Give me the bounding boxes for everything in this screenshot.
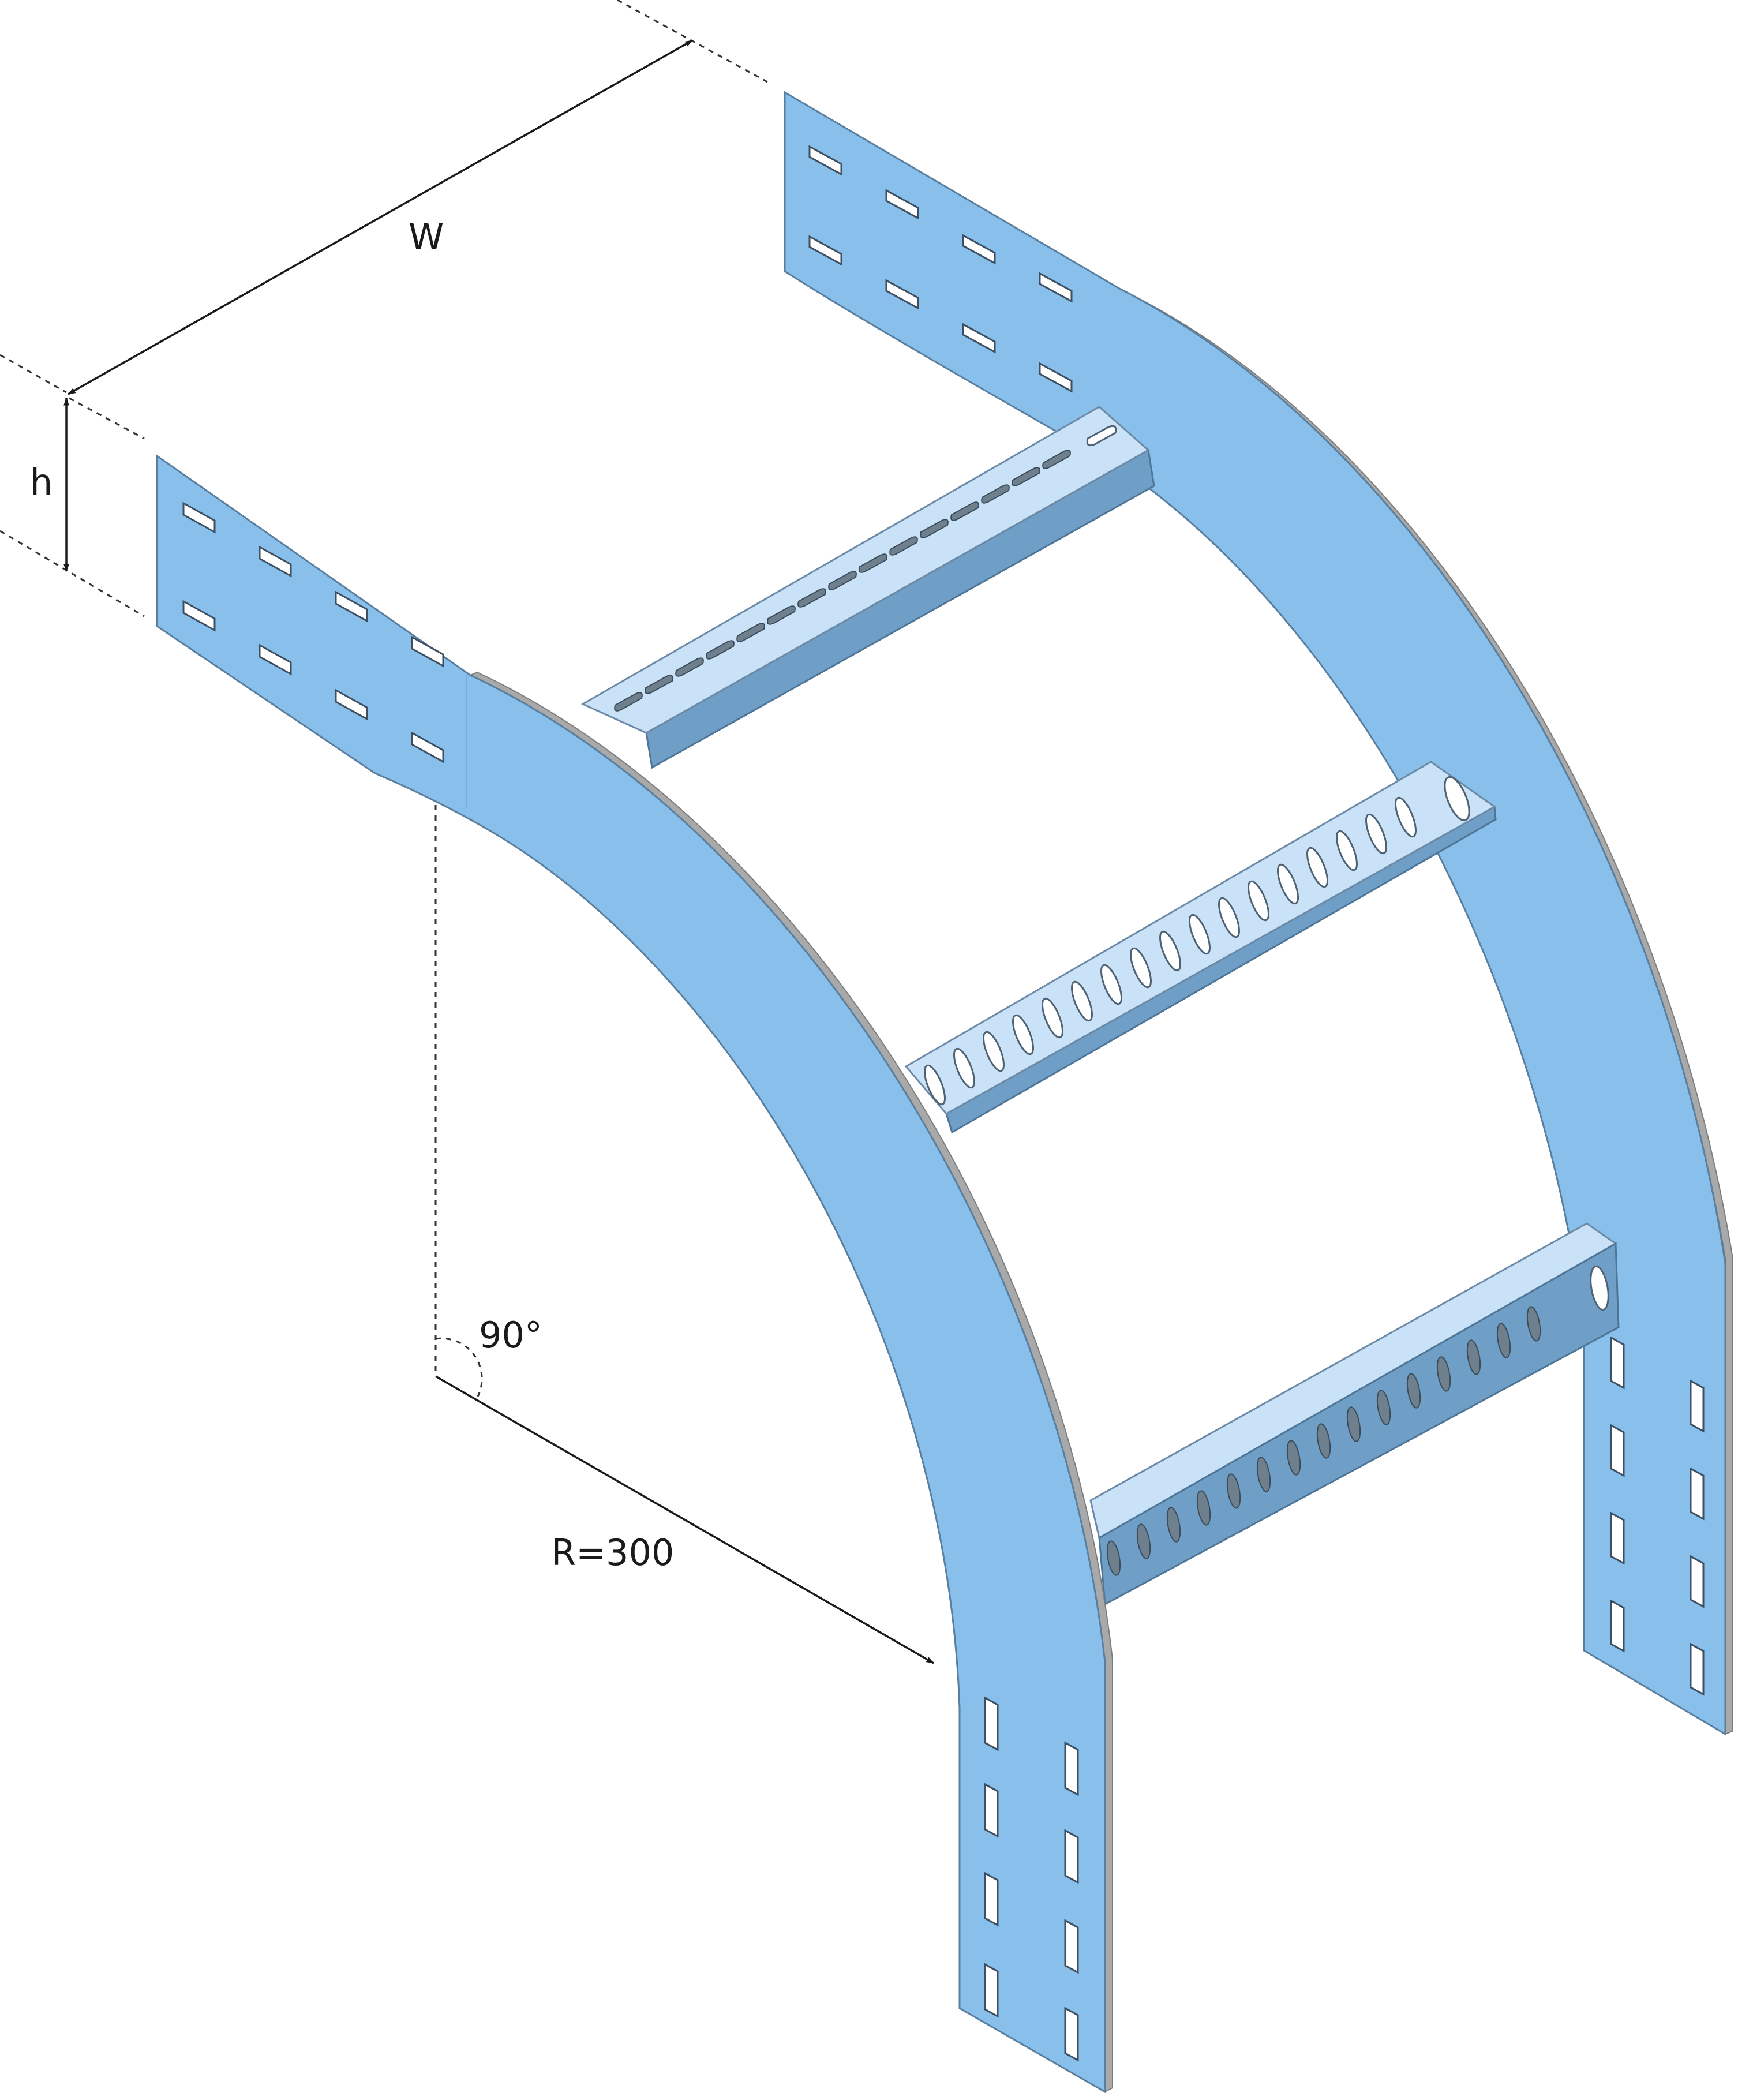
rung-bottom — [1089, 1222, 1620, 1606]
outer-bottom-plate-holes — [1610, 1336, 1705, 1696]
inner-top-plate-holes — [182, 501, 444, 763]
height-dimension: h — [0, 397, 145, 617]
rung-middle — [904, 761, 1497, 1134]
inner-bottom-plate-holes — [984, 1696, 1079, 2062]
radius-dimension-line — [435, 1375, 935, 1664]
rung-top — [580, 406, 1155, 769]
width-dimension-line — [67, 39, 694, 395]
width-dimension: W — [0, 0, 768, 395]
rung-middle-slots — [924, 776, 1470, 1106]
outer-side-rail — [784, 91, 1733, 1736]
angle-label: 90° — [479, 1314, 542, 1356]
rung-top-slots — [614, 425, 1117, 712]
rung-bottom-slots — [1106, 1265, 1609, 1576]
angle-dimension: 90° — [435, 805, 542, 1397]
outer-top-plate-holes — [808, 145, 1073, 393]
radius-label: R=300 — [551, 1532, 674, 1574]
radius-dimension: R=300 — [435, 1375, 935, 1664]
width-label: W — [409, 216, 444, 258]
height-label: h — [30, 461, 53, 503]
inner-side-rail — [156, 454, 1113, 2094]
